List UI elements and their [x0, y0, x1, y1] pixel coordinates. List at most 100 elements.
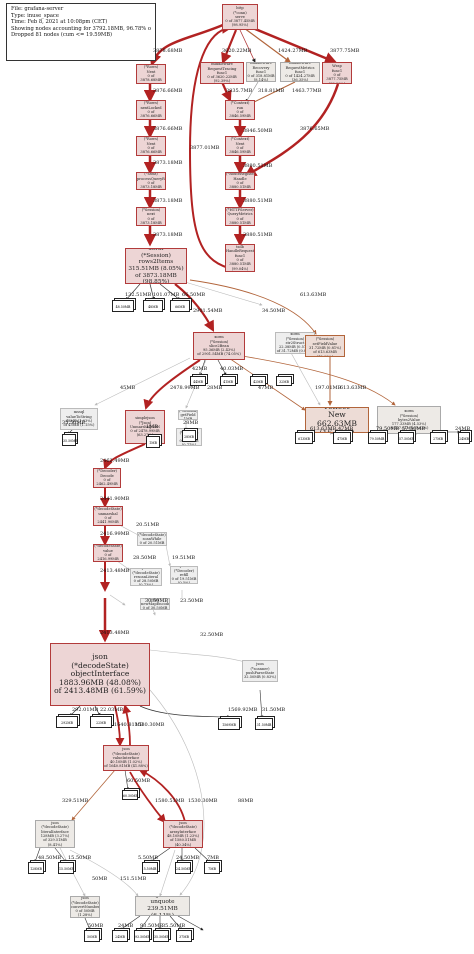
edge-label-e18: 3880.51MB	[243, 232, 273, 238]
edge-label-e5: 3873.18MB	[153, 198, 183, 204]
leaf-l28[interactable]: 24MB	[112, 930, 128, 942]
node-line: (*Rows)	[143, 137, 159, 142]
edge-label-e72: 93.50MB	[140, 923, 164, 929]
edge-label-e44: 2416.99MB	[100, 531, 130, 537]
node-line: slice2Bean	[209, 343, 229, 348]
leaf-l19[interactable]: 1569MB	[218, 718, 240, 730]
node-line: json	[92, 652, 108, 662]
leaf-l11[interactable]: 613MB	[295, 432, 313, 444]
node-line: macaron	[226, 137, 254, 138]
node-line: json	[256, 662, 264, 667]
leaf-l3[interactable]: 66MB	[170, 300, 190, 312]
leaf-l14[interactable]: 57.50MB	[398, 432, 414, 444]
edge-label-e20: 101.07MB	[153, 292, 180, 298]
leaf-l29[interactable]: 93.50MB	[134, 930, 150, 942]
edge-label-e31: 197.01MB	[315, 385, 342, 391]
node-line: (*RouteRegister)	[226, 172, 255, 177]
node-line: RequestTracing	[207, 66, 237, 71]
node-line: xorm	[404, 409, 414, 414]
node-line: 0 of 3877.75MB (98.96%)	[326, 73, 348, 84]
edge-label-e17: 3880.51MB	[243, 198, 273, 204]
leaf-l23[interactable]: 15.50MB	[58, 862, 74, 874]
leaf-l6[interactable]: 42MB	[250, 376, 266, 386]
leaf-l4[interactable]: 44MB	[190, 376, 206, 386]
leaf-l20[interactable]: 31.50MB	[255, 718, 273, 730]
leaf-l26[interactable]: 7MB	[204, 862, 220, 874]
node-line: RequestMetrics	[285, 65, 315, 70]
leaf-l22[interactable]: 128MB	[28, 862, 44, 874]
leaf-l25[interactable]: 24.50MB	[175, 862, 191, 874]
node-line: 239.51MB (6.11%)	[147, 906, 178, 916]
leaf-l17[interactable]: 292MB	[56, 716, 78, 728]
legend-showing: Showing nodes accounting for 3792.18MB, …	[11, 25, 151, 32]
leaf-l18[interactable]: 22MB	[90, 716, 112, 728]
leaf-l2[interactable]: 48MB	[143, 300, 163, 312]
leaf-l1[interactable]: 48.50MB	[112, 300, 134, 312]
leaf-l21[interactable]: 60.50MB	[122, 790, 138, 800]
node-line: objectInterface	[70, 669, 130, 679]
leaf-l16[interactable]: 24MB	[458, 432, 470, 444]
edge-label-e50: 2413.48MB	[100, 630, 130, 636]
node-unquote[interactable]: jsonunquote239.51MB (6.11%)	[135, 896, 190, 916]
node-line: serve	[235, 14, 245, 19]
leaf-l24[interactable]: 5.50MB	[142, 862, 158, 874]
edge-label-e2: 3876.66MB	[153, 88, 183, 94]
edge-label-e1: 3878.68MB	[153, 48, 183, 54]
leaf-l10[interactable]: 28MB	[182, 430, 196, 442]
node-n-left4[interactable]: mssql(*Stmt)processQueryResponse0 of 387…	[136, 172, 166, 190]
node-line: 0 of 2441.90MB (62.32%)	[97, 516, 119, 525]
leaf-l8[interactable]: 35.50MB	[62, 434, 78, 446]
leaf-l15[interactable]: 27MB	[430, 432, 446, 444]
leaf-l7[interactable]: 32MB	[276, 376, 292, 386]
node-line: 95.36MB (2.43%)	[203, 348, 235, 353]
legend-file: File: grafana-server	[11, 6, 64, 12]
node-line: (*Rows)	[143, 101, 159, 106]
leaf-l5[interactable]: 41MB	[220, 376, 236, 386]
node-line: (*Session)	[209, 339, 229, 344]
node-line: http	[236, 6, 244, 11]
node-line: 662.63MB (16.91%)	[317, 419, 357, 433]
node-line: of 1640.81MB (41.88%)	[104, 764, 148, 769]
leaf-l13[interactable]: 79.50MB	[368, 432, 386, 444]
leaf-l9[interactable]: 1MB	[146, 436, 160, 448]
leaf-l27[interactable]: 50MB	[84, 930, 100, 942]
leaf-l30[interactable]: 35.50MB	[153, 930, 169, 942]
leaf-l31[interactable]: 37MB	[176, 930, 192, 942]
node-line: 0 of 1424.27MB (36.35%)	[285, 74, 315, 82]
node-line: (*Rows)	[143, 65, 159, 70]
node-line: processQueryResponse	[137, 176, 165, 181]
leaf-l12[interactable]: 47MB	[333, 432, 351, 444]
